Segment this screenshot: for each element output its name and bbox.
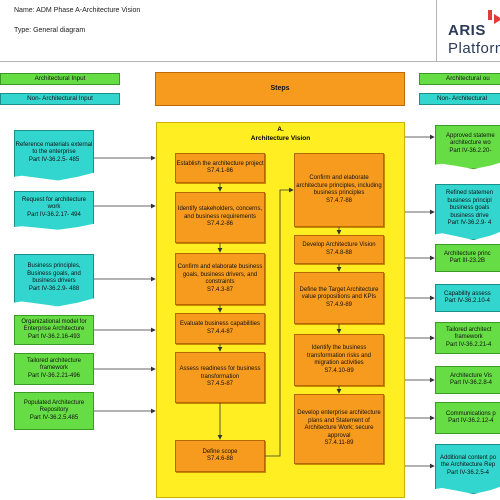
step-define-scope[interactable]: Define scope S7.4.6-88 — [175, 440, 265, 472]
diagram-header — [0, 0, 500, 62]
output-refined-statements[interactable]: Refined statemen business principl busin… — [435, 184, 500, 240]
legend-architectural-output: Architectural ou — [419, 73, 500, 85]
legend-non-architectural-output: Non- Architectural — [419, 93, 500, 105]
logo-accent-icon — [488, 10, 492, 20]
header-separator — [436, 0, 437, 62]
logo-triangle-icon — [494, 14, 500, 24]
phase-letter: A. — [277, 126, 284, 133]
steps-header: Steps — [155, 72, 405, 106]
step-establish-project[interactable]: Establish the architecture project S7.4.… — [175, 153, 265, 183]
input-reference-materials[interactable]: Reference materials external to the ente… — [14, 130, 94, 181]
output-tailored-framework[interactable]: Tailored architect framework Part IV-36.… — [435, 322, 500, 354]
legend-non-architectural-input: Non- Architectural Input — [0, 93, 120, 105]
input-populated-repository[interactable]: Populated Architecture Repository Part I… — [14, 392, 94, 430]
step-confirm-principles[interactable]: Confirm and elaborate architecture princ… — [294, 153, 384, 227]
step-identify-stakeholders[interactable]: Identify stakeholders, concerns, and bus… — [175, 192, 265, 243]
input-tailored-framework[interactable]: Tailored architecture framework Part IV-… — [14, 353, 94, 385]
logo-text-aris: ARIS — [448, 22, 486, 39]
legend-architectural-input: Architectural Input — [0, 73, 120, 85]
step-assess-readiness[interactable]: Assess readiness for business transforma… — [175, 352, 265, 403]
input-organizational-model[interactable]: Organizational model for Enterprise Arch… — [14, 315, 94, 345]
step-confirm-business-goals[interactable]: Confirm and elaborate business goals, bu… — [175, 253, 265, 305]
aris-logo — [438, 10, 500, 58]
step-evaluate-capabilities[interactable]: Evaluate business capabilities S7.4.4-87 — [175, 313, 265, 344]
output-communications-plan[interactable]: Communications p Part IV-36.2.12-4 — [435, 402, 500, 434]
input-business-principles[interactable]: Business principles, Business goals, and… — [14, 254, 94, 307]
step-identify-risks[interactable]: Identify the business transformation ris… — [294, 334, 384, 386]
output-architecture-principles[interactable]: Architecture princ Part III-23.2B — [435, 244, 500, 272]
logo-text-platform: Platform — [448, 40, 500, 57]
output-additional-content[interactable]: Additional content po the Architecture R… — [435, 444, 500, 494]
input-request-for-architecture-work[interactable]: Request for architecture work Part IV-36… — [14, 191, 94, 230]
step-develop-vision[interactable]: Develop Architecture Vision S7.4.8-88 — [294, 235, 384, 264]
diagram-type: Type: General diagram — [14, 27, 86, 34]
output-approved-statement[interactable]: Approved stateme architecture wo Part IV… — [435, 125, 500, 169]
step-define-value-propositions[interactable]: Define the Target Architecture value pro… — [294, 272, 384, 324]
diagram-name: Name: ADM Phase A-Architecture Vision — [14, 7, 141, 14]
phase-title: Architecture Vision — [250, 135, 311, 142]
step-develop-plans[interactable]: Develop enterprise architecture plans an… — [294, 394, 384, 464]
output-architecture-vision[interactable]: Architecture Vis Part IV-36.2.8-4 — [435, 366, 500, 394]
output-capability-assessment[interactable]: Capability assess Part IV-36.2.10-4 — [435, 284, 500, 312]
